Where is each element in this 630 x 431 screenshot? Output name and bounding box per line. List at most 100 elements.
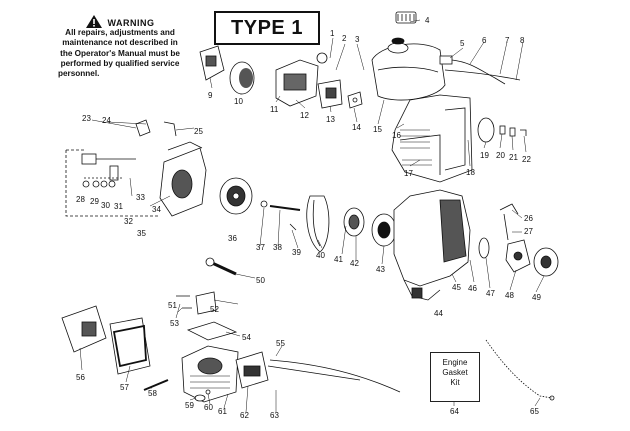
warning-line-5: personnel. (58, 69, 100, 79)
part-number-35: 35 (137, 229, 146, 238)
ignition-coil-part (235, 351, 361, 389)
piston-parts (176, 257, 238, 341)
part-number-11: 11 (270, 105, 279, 114)
warning-line-4: performed by qualified service (60, 58, 180, 68)
clutch-hub-part (371, 213, 397, 247)
part-number-23: 23 (82, 114, 91, 123)
part-number-49: 49 (532, 293, 541, 302)
part-number-52: 52 (210, 305, 219, 314)
part-number-6: 6 (482, 36, 487, 45)
part-number-10: 10 (234, 97, 243, 106)
heat-shield-parts (61, 305, 151, 375)
part-number-59: 59 (185, 401, 194, 410)
part-number-50: 50 (256, 276, 265, 285)
part-number-labels: 1 2 3 4 5 6 7 8 9 10 11 12 13 14 15 16 1… (76, 16, 541, 420)
air-filter-parts (199, 45, 343, 109)
part-number-51: 51 (168, 301, 177, 310)
starter-disc-parts (306, 195, 365, 253)
part-number-60: 60 (204, 403, 213, 412)
part-number-30: 30 (101, 201, 110, 210)
carburetor-parts (81, 119, 207, 217)
warning-triangle-icon (85, 15, 102, 28)
part-number-57: 57 (120, 383, 129, 392)
fuel-line-parts (439, 55, 521, 85)
part-number-63: 63 (270, 411, 279, 420)
warning-line-3: the Operator's Manual must be (60, 48, 180, 58)
part-number-28: 28 (76, 195, 85, 204)
part-number-43: 43 (376, 265, 385, 274)
part-number-4: 4 (425, 16, 430, 25)
part-number-19: 19 (480, 151, 489, 160)
part-number-65: 65 (530, 407, 539, 416)
part-number-48: 48 (505, 291, 514, 300)
throttle-cable-part (269, 359, 401, 393)
part-number-3: 3 (355, 35, 360, 44)
part-number-45: 45 (452, 283, 461, 292)
part-number-27: 27 (524, 227, 533, 236)
kit-label-line-3: Kit (450, 378, 460, 387)
type-label-box: TYPE 1 (214, 11, 320, 45)
drive-shaft-parts (260, 200, 301, 231)
part-number-29: 29 (90, 197, 99, 206)
part-number-31: 31 (114, 202, 123, 211)
part-number-33: 33 (136, 193, 145, 202)
part-number-21: 21 (509, 153, 518, 162)
part-number-32: 32 (124, 217, 133, 226)
type-label: TYPE 1 (231, 16, 303, 39)
part-number-12: 12 (300, 111, 309, 120)
o-ring-part (477, 117, 495, 143)
part-number-37: 37 (256, 243, 265, 252)
fuel-tank-part (371, 42, 446, 101)
spark-plug-part (143, 379, 169, 391)
part-number-62: 62 (240, 411, 249, 420)
part-number-44: 44 (434, 309, 443, 318)
part-number-40: 40 (316, 251, 325, 260)
part-number-25: 25 (194, 127, 203, 136)
part-number-61: 61 (218, 407, 227, 416)
part-number-55: 55 (276, 339, 285, 348)
leader-lines (79, 19, 545, 413)
part-number-64: 64 (450, 407, 459, 416)
part-number-18: 18 (466, 168, 475, 177)
part-number-9: 9 (208, 91, 213, 100)
kit-label-line-1: Engine (442, 358, 468, 367)
part-number-26: 26 (524, 214, 533, 223)
warning-title-row: WARNING (58, 15, 182, 28)
part-number-58: 58 (148, 389, 157, 398)
warning-notice: WARNING All repairs, adjustments and mai… (58, 15, 182, 79)
flywheel-part (219, 177, 253, 215)
part-number-54: 54 (242, 333, 251, 342)
part-number-17: 17 (404, 169, 413, 178)
part-number-24: 24 (102, 116, 111, 125)
main-housing-part (393, 189, 471, 301)
part-number-7: 7 (505, 36, 510, 45)
warning-line-2: maintenance not described in (62, 38, 178, 48)
part-number-14: 14 (352, 123, 361, 132)
part-number-46: 46 (468, 284, 477, 293)
fuel-line-65-part (485, 339, 553, 399)
part-number-47: 47 (486, 289, 495, 298)
part-number-41: 41 (334, 255, 343, 264)
part-number-2: 2 (342, 34, 347, 43)
part-number-16: 16 (392, 131, 401, 140)
starter-assembly-parts (478, 203, 559, 277)
small-fastener-parts (499, 125, 527, 137)
warning-line-1: All repairs, adjustments and (65, 28, 175, 38)
part-number-5: 5 (460, 39, 465, 48)
part-number-22: 22 (522, 155, 531, 164)
engine-gasket-kit-box: Engine Gasket Kit (430, 352, 480, 402)
part-number-39: 39 (292, 248, 301, 257)
part-number-13: 13 (326, 115, 335, 124)
kit-label-line-2: Gasket (442, 368, 468, 377)
part-number-56: 56 (76, 373, 85, 382)
part-number-8: 8 (520, 36, 525, 45)
cylinder-part (181, 345, 239, 403)
part-number-15: 15 (373, 125, 382, 134)
part-number-36: 36 (228, 234, 237, 243)
part-number-38: 38 (273, 243, 282, 252)
part-number-34: 34 (152, 205, 161, 214)
part-number-42: 42 (350, 259, 359, 268)
part-number-53: 53 (170, 319, 179, 328)
